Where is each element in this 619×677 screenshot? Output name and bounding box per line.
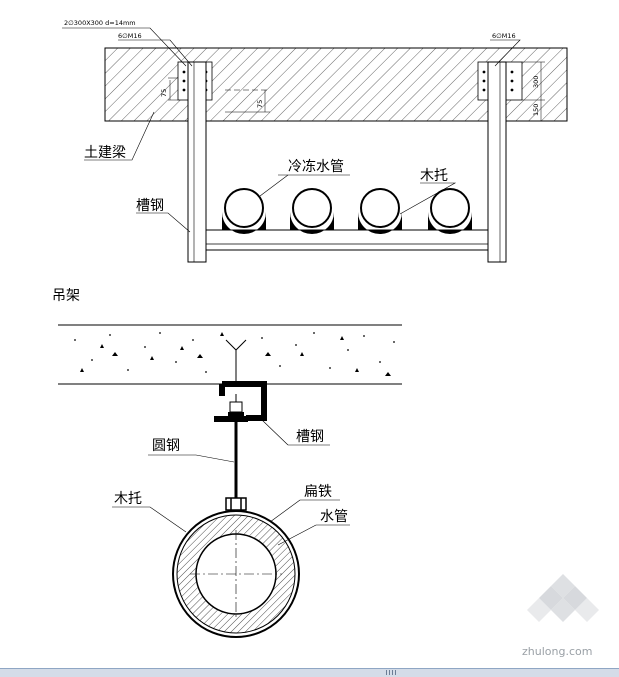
water-pipe-label: 水管 [320, 509, 348, 525]
pipe-2 [290, 188, 334, 234]
pipe-4 [428, 188, 472, 234]
pipe-3 [358, 188, 402, 234]
flat-iron-ring [172, 510, 300, 638]
dim-left-75a: 75 [160, 89, 168, 97]
left-channel-post [187, 61, 207, 263]
wood-support-label: 木托 [420, 168, 448, 184]
channel-label: 槽钢 [136, 198, 164, 214]
dim-right-150: 150 [532, 104, 540, 116]
concrete-slab-texture [74, 332, 395, 376]
flat-iron-label: 扁铁 [304, 484, 332, 500]
dim-right-300: 300 [532, 76, 540, 88]
bolt-right-label: 6∅M16 [492, 32, 516, 40]
top-support-figure: 2∅300X300 d=14mm 6∅M16 6∅M16 75 75 300 1… [62, 19, 568, 263]
plate-note-label: 2∅300X300 d=14mm [64, 19, 136, 27]
watermark-text: zhulong.com [522, 645, 592, 658]
horizontal-channel [205, 229, 489, 251]
status-bar [0, 668, 619, 677]
wood-support-label-bottom: 木托 [114, 491, 142, 507]
round-steel-label: 圆钢 [152, 438, 180, 454]
hanger-figure: 槽钢 圆钢 木托 扁铁 水管 [58, 324, 402, 638]
section-title: 吊架 [52, 288, 80, 304]
beam-label: 土建梁 [84, 145, 126, 161]
right-channel-post [487, 61, 507, 263]
pipe-1 [222, 188, 266, 234]
dim-left-75b: 75 [256, 100, 264, 108]
splitter-grip-icon[interactable] [386, 670, 396, 675]
chilled-pipe-label: 冷冻水管 [288, 158, 344, 175]
hanger-channel [222, 381, 267, 421]
bolt-left-label: 6∅M16 [118, 32, 142, 40]
watermark-logo-icon [527, 574, 599, 622]
hanger-channel-label: 槽钢 [296, 429, 324, 445]
